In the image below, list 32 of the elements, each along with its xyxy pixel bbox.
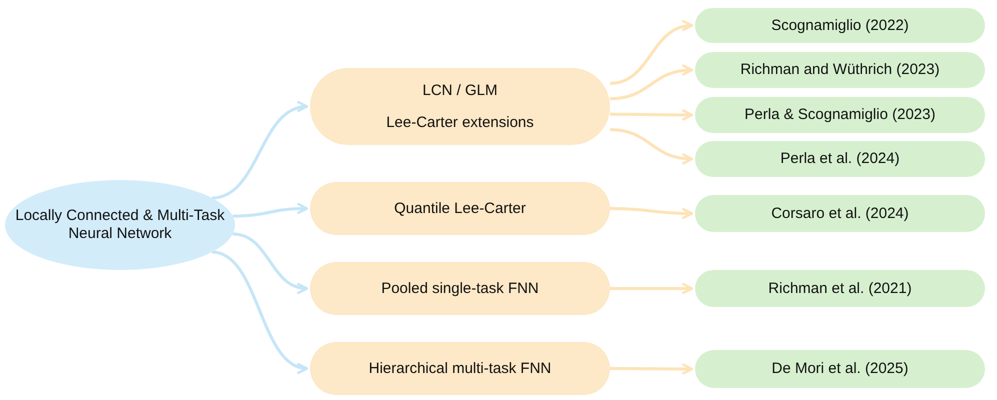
- reference-box: [695, 195, 985, 232]
- arrow: [610, 363, 694, 375]
- arrow: [232, 202, 308, 218]
- node-text: Richman et al. (2021): [768, 280, 912, 298]
- arrow: [610, 282, 694, 294]
- reference-box: [695, 141, 985, 177]
- arrow: [610, 207, 694, 220]
- node-text: LCN / GLM: [422, 82, 498, 100]
- node-text: Quantile Lee-Carter: [394, 200, 526, 218]
- arrow: [212, 102, 308, 200]
- arrow: [232, 232, 308, 294]
- node-text: Locally Connected & Multi-Task Neural Network: [15, 207, 225, 243]
- reference-box: [695, 350, 985, 388]
- reference-box: [695, 97, 985, 133]
- node-text: Scognamiglio (2022): [771, 16, 909, 34]
- reference-box: [695, 270, 985, 307]
- node-text: Perla & Scognamiglio (2023): [744, 106, 936, 124]
- node-text: Corsaro et al. (2024): [771, 204, 909, 222]
- node-text: Richman and Wüthrich (2023): [740, 61, 940, 79]
- node-text: De Mori et al. (2025): [772, 360, 908, 378]
- node-text: Lee-Carter extensions: [386, 114, 534, 132]
- arrow: [610, 128, 694, 164]
- node-text: Hierarchical multi-task FNN: [368, 360, 552, 378]
- node-text: Pooled single-task FNN: [381, 280, 539, 298]
- method-box: [310, 68, 610, 145]
- arrow: [610, 64, 694, 100]
- reference-box: [695, 52, 985, 88]
- arrow: [212, 250, 308, 372]
- reference-box: [695, 8, 985, 43]
- arrow: [610, 108, 694, 121]
- node-text: Perla et al. (2024): [780, 150, 900, 168]
- arrow: [610, 20, 694, 85]
